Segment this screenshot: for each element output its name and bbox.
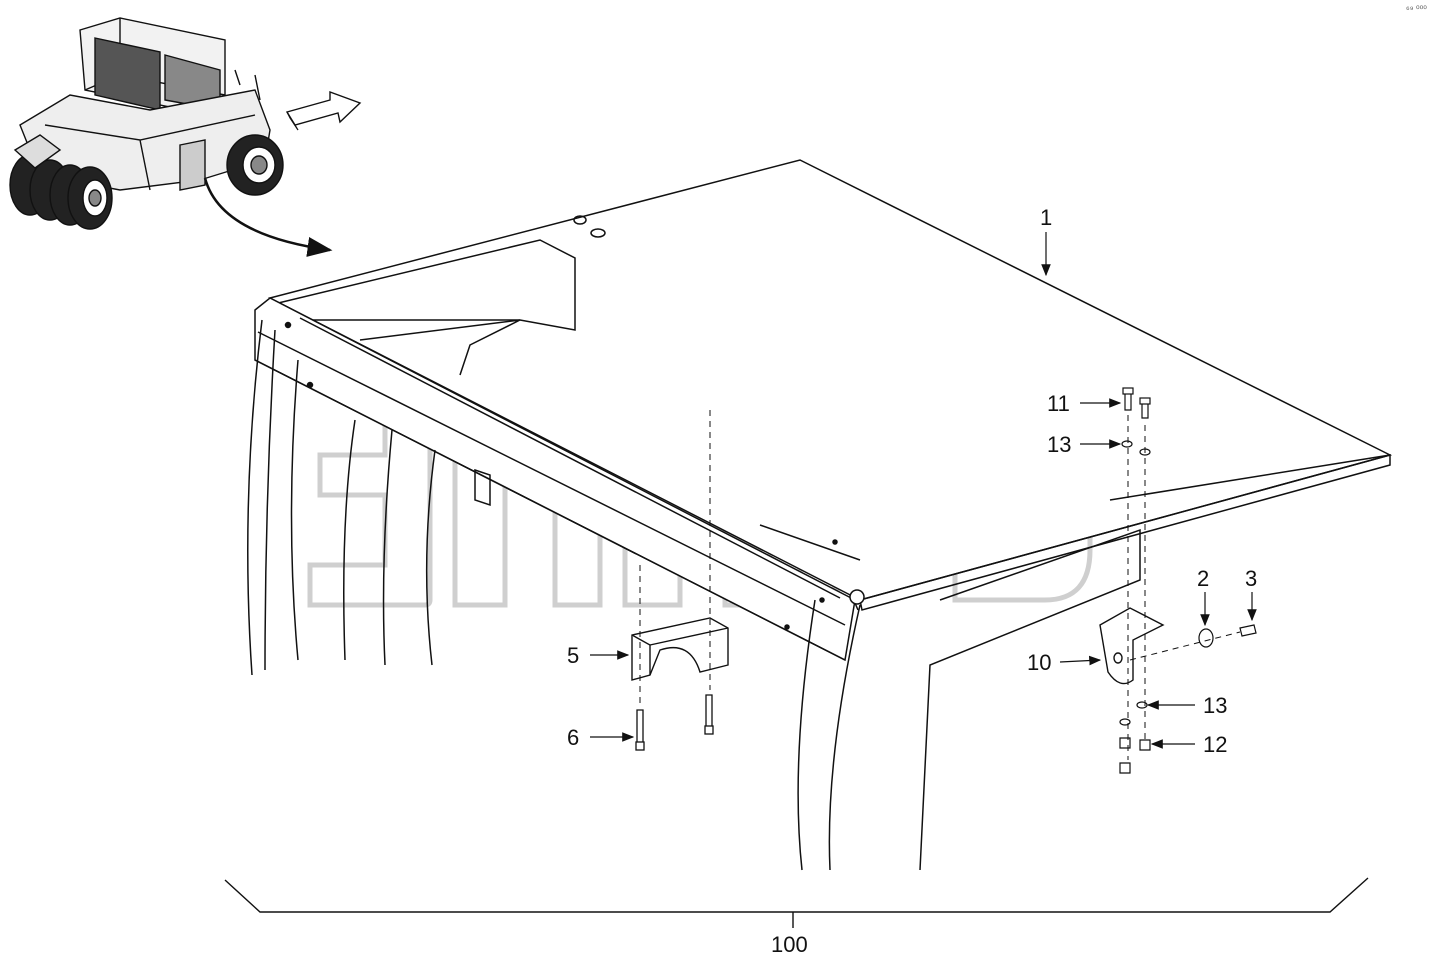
callout-leaders: [590, 232, 1257, 749]
callout-2: 2: [1197, 566, 1209, 591]
part-10-bracket: [1099, 607, 1165, 685]
cab-roof: [247, 159, 1393, 871]
callout-1: 1: [1040, 205, 1052, 230]
detail-leader-curve: [203, 177, 333, 257]
callout-3: 3: [1245, 566, 1257, 591]
callout-10: 10: [1027, 650, 1051, 675]
direction-arrow: [285, 90, 362, 131]
assembly-bracket: [224, 877, 1369, 928]
callout-13-lower: 13: [1203, 693, 1227, 718]
callout-13-upper: 13: [1047, 432, 1071, 457]
part-5-clamp: [631, 617, 729, 681]
machine-thumbnail: [9, 17, 284, 230]
assembly-lines: [639, 410, 1241, 760]
callout-11: 11: [1047, 391, 1070, 416]
part-6-bolts: [635, 694, 714, 751]
callout-100: 100: [771, 932, 808, 957]
reference-code: ⁶⁹ ⁰⁰⁰: [1406, 4, 1427, 14]
callout-5: 5: [567, 643, 579, 668]
callout-12: 12: [1203, 732, 1227, 757]
callout-6: 6: [567, 725, 579, 750]
